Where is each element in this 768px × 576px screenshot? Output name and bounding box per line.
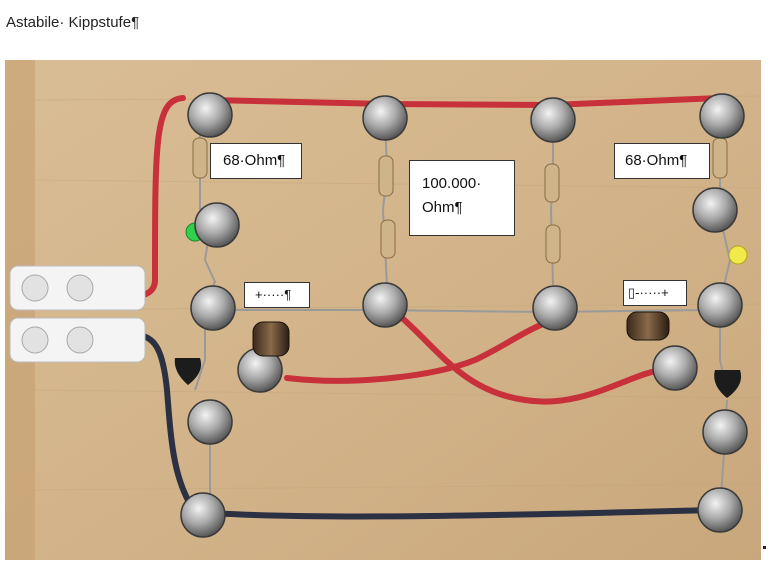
page-mark: [763, 546, 766, 549]
label-resistor-middle-line1: 100.000·: [422, 175, 482, 192]
pad: [187, 399, 233, 445]
pad: [362, 95, 408, 141]
terminal-screw: [21, 326, 49, 354]
circuit-photo: [5, 60, 761, 560]
pad: [692, 187, 738, 233]
led-yellow: [728, 245, 748, 265]
resistor-middle-right-2: [545, 224, 561, 264]
pad: [697, 487, 743, 533]
label-resistor-middle: 100.000· Ohm¶: [409, 160, 515, 236]
pad: [187, 92, 233, 138]
red-wire-cross-b: [284, 317, 556, 384]
red-wire-cross-a: [377, 297, 668, 405]
resistor-left: [192, 137, 208, 179]
pad: [194, 202, 240, 248]
pad: [702, 409, 748, 455]
capacitor-right: [626, 311, 670, 341]
label-resistor-middle-line2: Ohm¶: [422, 199, 463, 216]
pad: [190, 285, 236, 331]
transistor-right: [714, 370, 742, 398]
pad: [530, 97, 576, 143]
terminal-screw: [21, 274, 49, 302]
capacitors: [252, 311, 670, 357]
label-resistor-right: 68·Ohm¶: [614, 143, 710, 179]
resistors: [192, 137, 728, 264]
pad: [362, 282, 408, 328]
pad: [652, 345, 698, 391]
capacitor-left: [252, 321, 290, 357]
document-title: Astabile· Kippstufe¶: [6, 14, 140, 31]
circuit-board-illustration: [5, 60, 761, 560]
label-capacitor-right: ▯-·····+: [623, 280, 687, 306]
pad: [697, 282, 743, 328]
red-wires: [132, 95, 723, 405]
red-wire-top-rail: [207, 95, 723, 109]
resistor-right: [712, 137, 728, 179]
transistors: [174, 358, 742, 398]
terminal-screw: [66, 326, 94, 354]
pad: [532, 285, 578, 331]
label-resistor-left: 68·Ohm¶: [210, 143, 302, 179]
red-wire-supply: [132, 95, 186, 299]
pad: [180, 492, 226, 538]
transistor-left: [174, 358, 202, 385]
terminal-blocks: [9, 265, 146, 363]
resistor-middle-left: [378, 155, 394, 197]
resistor-middle-left-2: [380, 219, 396, 259]
pad: [699, 93, 745, 139]
terminal-screw: [66, 274, 94, 302]
resistor-middle-right: [544, 163, 560, 203]
label-capacitor-left: +·····¶: [244, 282, 310, 308]
solder-pads: [180, 92, 748, 538]
